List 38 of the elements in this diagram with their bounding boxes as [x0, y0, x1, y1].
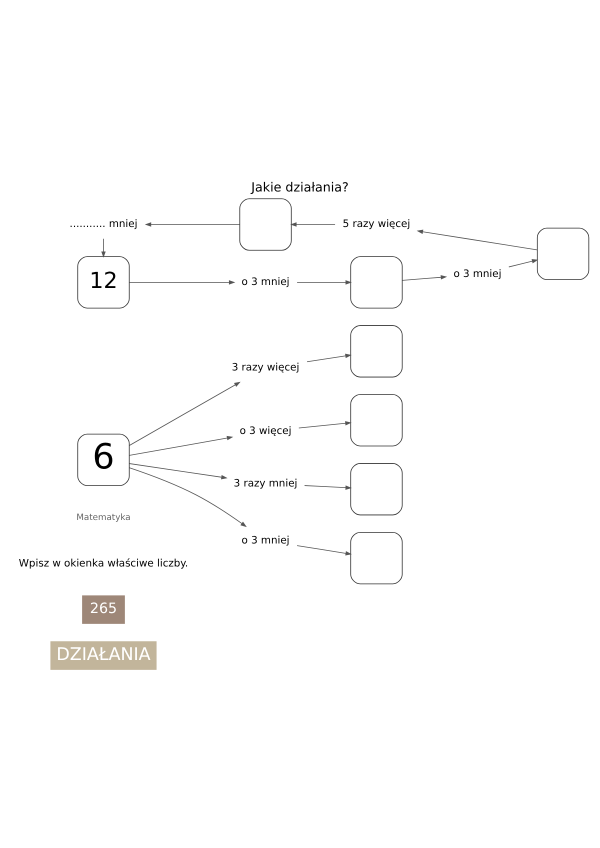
- arrow: [296, 545, 352, 556]
- node-box: [350, 256, 403, 308]
- arrow: [101, 238, 106, 258]
- arrow: [306, 354, 352, 362]
- node-box: 6: [77, 434, 130, 486]
- node-text: 3 razy więcej: [232, 362, 300, 374]
- node-text: ........... mniej: [70, 218, 138, 230]
- label: DZIAŁANIA: [56, 645, 151, 666]
- arrow: [290, 222, 336, 227]
- label: Matematyka: [76, 512, 131, 523]
- arrow: [508, 259, 538, 268]
- node-text: 5 razy więcej: [342, 218, 410, 230]
- node-text: o 3 więcej: [240, 425, 292, 438]
- arrow: [128, 436, 234, 456]
- node-text: 3 razy mniej: [234, 477, 298, 490]
- arrow: [144, 222, 240, 227]
- arrow: [128, 382, 241, 446]
- node-box: [350, 463, 403, 516]
- node-text: o 3 mniej: [453, 268, 502, 280]
- node-text: o 3 mniej: [242, 534, 290, 546]
- node-box: [239, 198, 292, 251]
- node-text: o 3 mniej: [242, 276, 290, 288]
- node-box: [350, 325, 403, 378]
- arrow: [298, 421, 352, 428]
- arrow: [129, 467, 247, 528]
- node-box: [350, 532, 403, 584]
- node-box: [536, 228, 590, 280]
- diagram-title: Jakie działania?: [251, 179, 349, 194]
- label: Wpisz w okienka właściwe liczby.: [18, 557, 188, 570]
- arrow: [402, 275, 448, 281]
- label: 265: [90, 601, 118, 618]
- arrow: [416, 230, 538, 250]
- node-box: 12: [77, 256, 130, 308]
- arrow: [128, 463, 228, 480]
- arrow: [128, 280, 236, 285]
- arrow: [304, 485, 352, 490]
- node-box: [350, 394, 403, 446]
- arrow: [296, 280, 352, 285]
